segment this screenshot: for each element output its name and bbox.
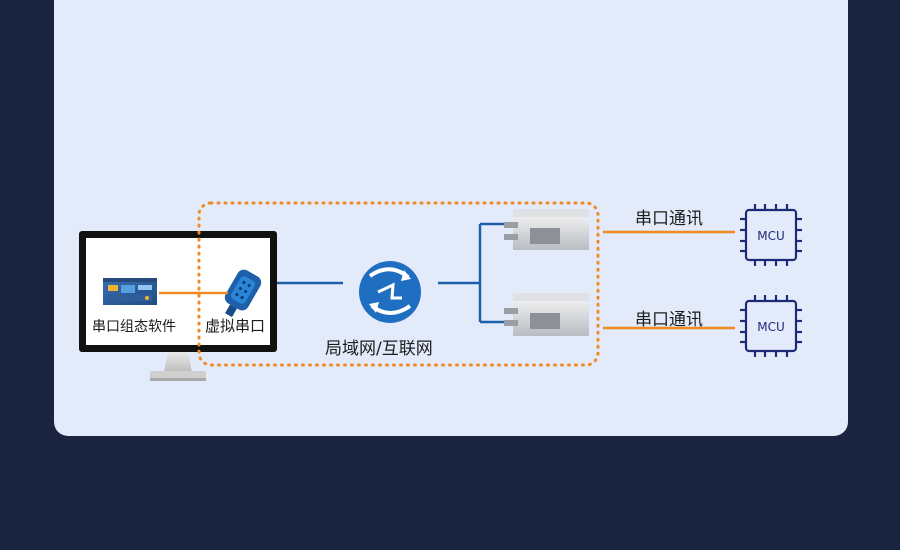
serial-label-1: 串口通讯 [635,209,703,229]
mcu-chip-icon [740,204,802,266]
mcu-label-2: MCU [757,320,785,334]
virtual-port-label: 虚拟串口 [205,317,266,335]
mcu-label-1: MCU [757,229,785,243]
ethernet-module-2 [504,293,589,336]
network-lines [277,222,507,324]
software-label: 串口组态软件 [92,319,176,335]
serial-software-icon [103,278,157,305]
serial-label-2: 串口通讯 [635,310,703,330]
ethernet-module-1 [504,209,589,250]
network-arrows-globe-icon [359,261,421,323]
dotted-frame [197,201,600,367]
mcu-chip-icon [740,295,802,357]
network-label: 局域网/互联网 [325,339,433,359]
db9-connector-icon [224,269,262,318]
